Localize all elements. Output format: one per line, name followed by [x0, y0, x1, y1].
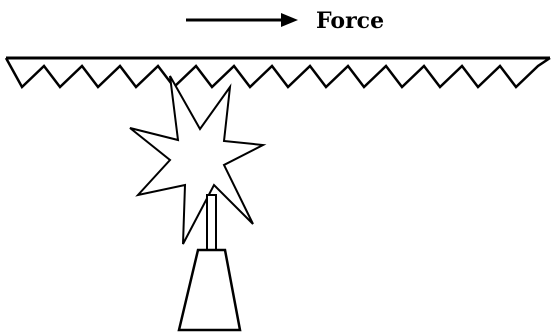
surface-teeth	[6, 58, 550, 87]
force-label: Force	[316, 8, 384, 34]
stylus-rod	[207, 195, 216, 250]
serrated-surface	[6, 58, 550, 87]
spark-star	[130, 76, 263, 244]
stylus-base	[179, 250, 240, 330]
force-arrow-head	[281, 13, 298, 27]
force-arrow	[186, 13, 298, 27]
